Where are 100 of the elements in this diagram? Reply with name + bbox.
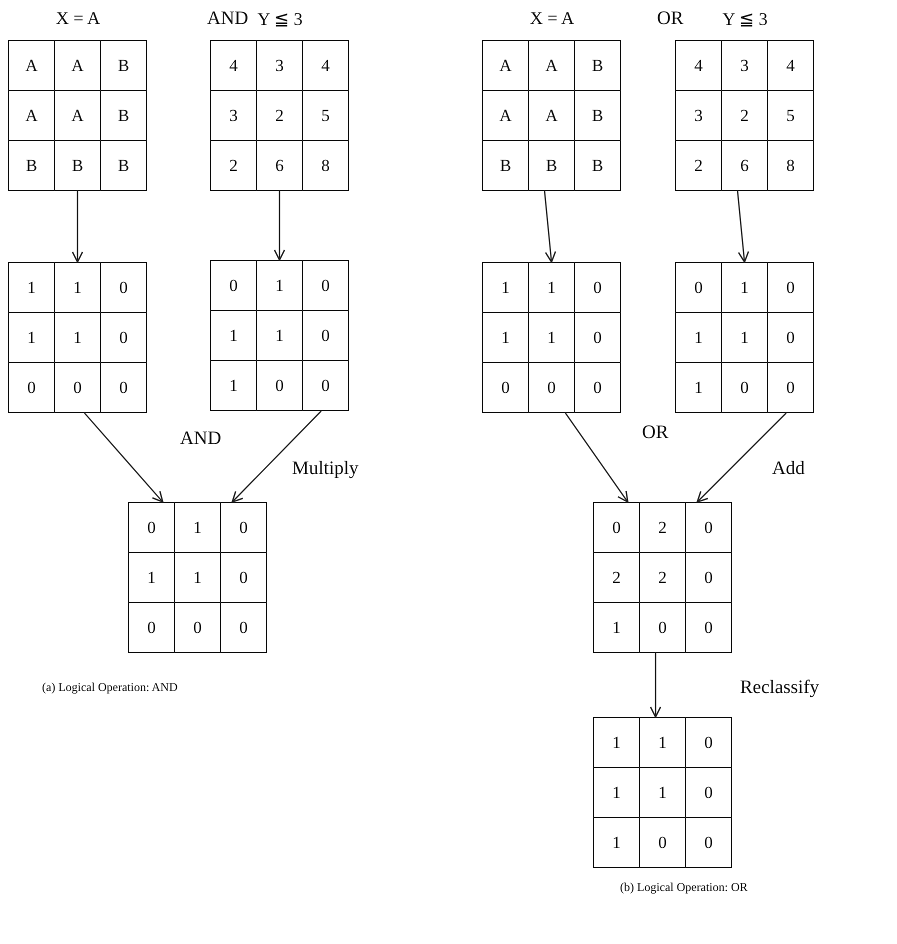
grid-cell: 0 [686, 552, 732, 602]
grid-cell: 1 [594, 718, 640, 768]
grid-cell: 0 [220, 552, 266, 602]
grid-cell: 0 [574, 312, 620, 362]
grid-cell: A [8, 40, 54, 90]
grid-cell: 1 [676, 362, 722, 412]
arrow [696, 412, 787, 503]
grid-cell: 2 [640, 502, 686, 552]
grid-cell: A [54, 40, 100, 90]
grid-cell: 1 [528, 262, 574, 312]
grid-cell: 1 [256, 310, 302, 360]
grid-cell: 8 [768, 140, 814, 190]
grid-cell: 1 [174, 502, 220, 552]
grid-cell: 1 [8, 262, 54, 312]
grid-cell: B [574, 140, 620, 190]
grid-cell: 2 [256, 90, 302, 140]
grid-cell: 0 [768, 312, 814, 362]
grid-cell: 0 [574, 262, 620, 312]
grid-cell: 1 [676, 312, 722, 362]
caption: (a) Logical Operation: AND [40, 680, 180, 695]
grid-cell: 0 [574, 362, 620, 412]
grid-cell: 3 [676, 90, 722, 140]
grid-cell: 0 [594, 502, 640, 552]
grid-cell: 1 [54, 262, 100, 312]
grid-cell: 1 [54, 312, 100, 362]
grid-cell: 0 [174, 602, 220, 652]
grid-cell: B [100, 140, 146, 190]
grid-cell: 0 [768, 362, 814, 412]
grid-cell: B [528, 140, 574, 190]
grid-cell: 3 [256, 40, 302, 90]
grid-cell: A [8, 90, 54, 140]
grid-cell: A [528, 40, 574, 90]
grid-cell: 1 [640, 768, 686, 818]
grid-cell: A [54, 90, 100, 140]
grid-cell: 1 [128, 552, 174, 602]
grid-cell: 4 [676, 40, 722, 90]
edge-label: Reclassify [738, 677, 822, 699]
arrow [650, 653, 662, 718]
grid-cell: 6 [256, 140, 302, 190]
grid-cell: 1 [210, 360, 256, 410]
grid-cell: 0 [686, 768, 732, 818]
grid-cell: 3 [210, 90, 256, 140]
grid-cell: 0 [54, 362, 100, 412]
grid-cell: 0 [768, 262, 814, 312]
grid-cell: B [574, 90, 620, 140]
grid-cell: 2 [676, 140, 722, 190]
grid-heading: X = A [530, 8, 574, 29]
grid-cell: 0 [640, 818, 686, 868]
grid-cell: B [54, 140, 100, 190]
edge-label: Multiply [290, 458, 361, 480]
grid-cell: 0 [220, 502, 266, 552]
grid-cell: 0 [640, 602, 686, 652]
grid-cell: B [482, 140, 528, 190]
grid-cell: 0 [128, 602, 174, 652]
grid-cell: 0 [100, 362, 146, 412]
grid-cell: 0 [100, 262, 146, 312]
grid-cell: 3 [722, 40, 768, 90]
grid-cell: 1 [528, 312, 574, 362]
arrow [274, 191, 286, 261]
grid-cell: 0 [128, 502, 174, 552]
grid-heading: Y ≦ 3 [257, 8, 303, 30]
arrow [544, 190, 556, 263]
grid-cell: A [482, 40, 528, 90]
grid-cell: 2 [722, 90, 768, 140]
grid-cell: 4 [768, 40, 814, 90]
grid-cell: B [100, 90, 146, 140]
grid-cell: 0 [482, 362, 528, 412]
arrow [232, 410, 322, 503]
grid-cell: 1 [210, 310, 256, 360]
arrow [72, 191, 84, 263]
grid-cell: 0 [100, 312, 146, 362]
grid-cell: 1 [594, 768, 640, 818]
grid-heading: X = A [56, 8, 100, 29]
grid-cell: 0 [686, 718, 732, 768]
grid-cell: 1 [594, 818, 640, 868]
grid-cell: 4 [210, 40, 256, 90]
grid-cell: 0 [686, 602, 732, 652]
grid-cell: 0 [722, 362, 768, 412]
caption: (b) Logical Operation: OR [618, 880, 750, 895]
grid-cell: A [528, 90, 574, 140]
grid-heading: Y ≦ 3 [722, 8, 768, 30]
grid-cell: 4 [302, 40, 348, 90]
grid-cell: 1 [482, 262, 528, 312]
grid-cell: 1 [482, 312, 528, 362]
grid-cell: 0 [8, 362, 54, 412]
grid-cell: 2 [640, 552, 686, 602]
grid-cell: 1 [722, 262, 768, 312]
grid-cell: 1 [256, 260, 302, 310]
grid-cell: 0 [676, 262, 722, 312]
grid-cell: 0 [686, 502, 732, 552]
grid-cell: B [8, 140, 54, 190]
grid-cell: 5 [768, 90, 814, 140]
grid-cell: 5 [302, 90, 348, 140]
grid-cell: 0 [302, 310, 348, 360]
grid-cell: B [574, 40, 620, 90]
grid-cell: 0 [210, 260, 256, 310]
grid-cell: 1 [174, 552, 220, 602]
grid-cell: A [482, 90, 528, 140]
grid-cell: 0 [686, 818, 732, 868]
grid-cell: 0 [220, 602, 266, 652]
